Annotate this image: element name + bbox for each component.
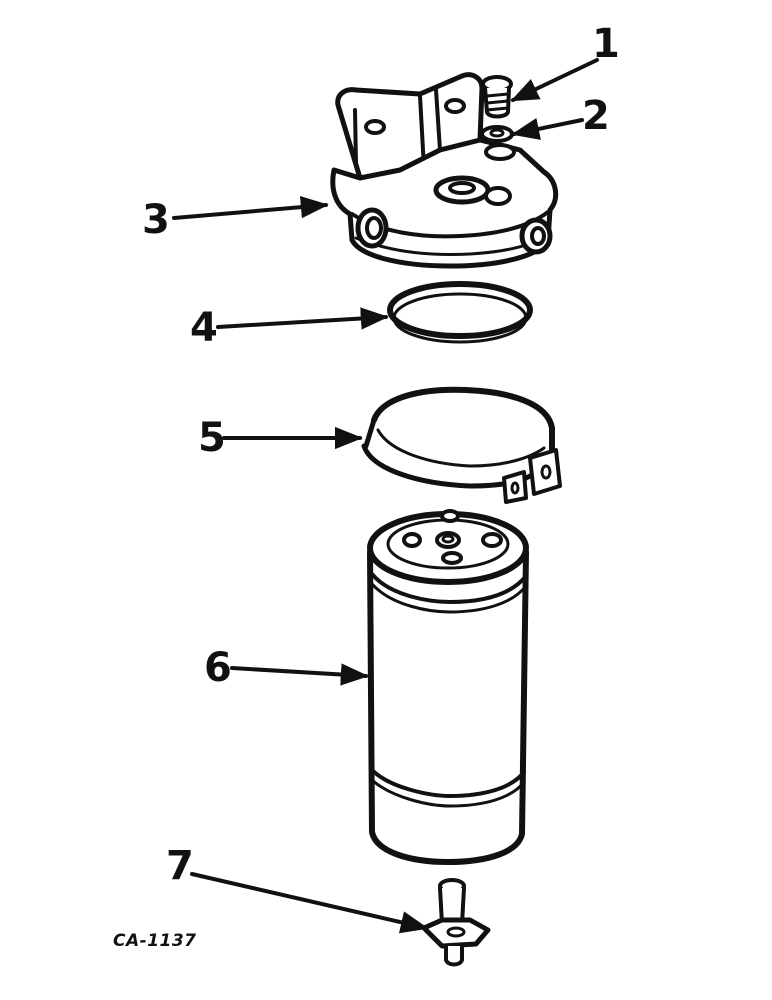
leader-6: [230, 663, 369, 686]
screw: [481, 75, 513, 119]
filter-head: [330, 72, 559, 269]
leader-7: [190, 872, 429, 934]
callout-7: 7: [166, 843, 194, 889]
leader-3: [172, 195, 329, 220]
leader-2: [511, 117, 584, 140]
callout-4: 4: [190, 305, 218, 351]
callout-3: 3: [142, 197, 170, 243]
callout-5: 5: [198, 415, 226, 461]
drain-plug: [421, 878, 491, 967]
callout-2: 2: [582, 93, 610, 139]
filter-canister: [367, 509, 529, 865]
washer: [480, 125, 514, 143]
callout-6: 6: [204, 645, 232, 691]
leader-1: [510, 58, 599, 102]
clamp-band: [361, 386, 562, 504]
figure-code: CA-1137: [113, 931, 197, 951]
callout-1: 1: [592, 21, 620, 67]
sealing-ring: [387, 281, 533, 344]
leader-4: [216, 307, 389, 330]
